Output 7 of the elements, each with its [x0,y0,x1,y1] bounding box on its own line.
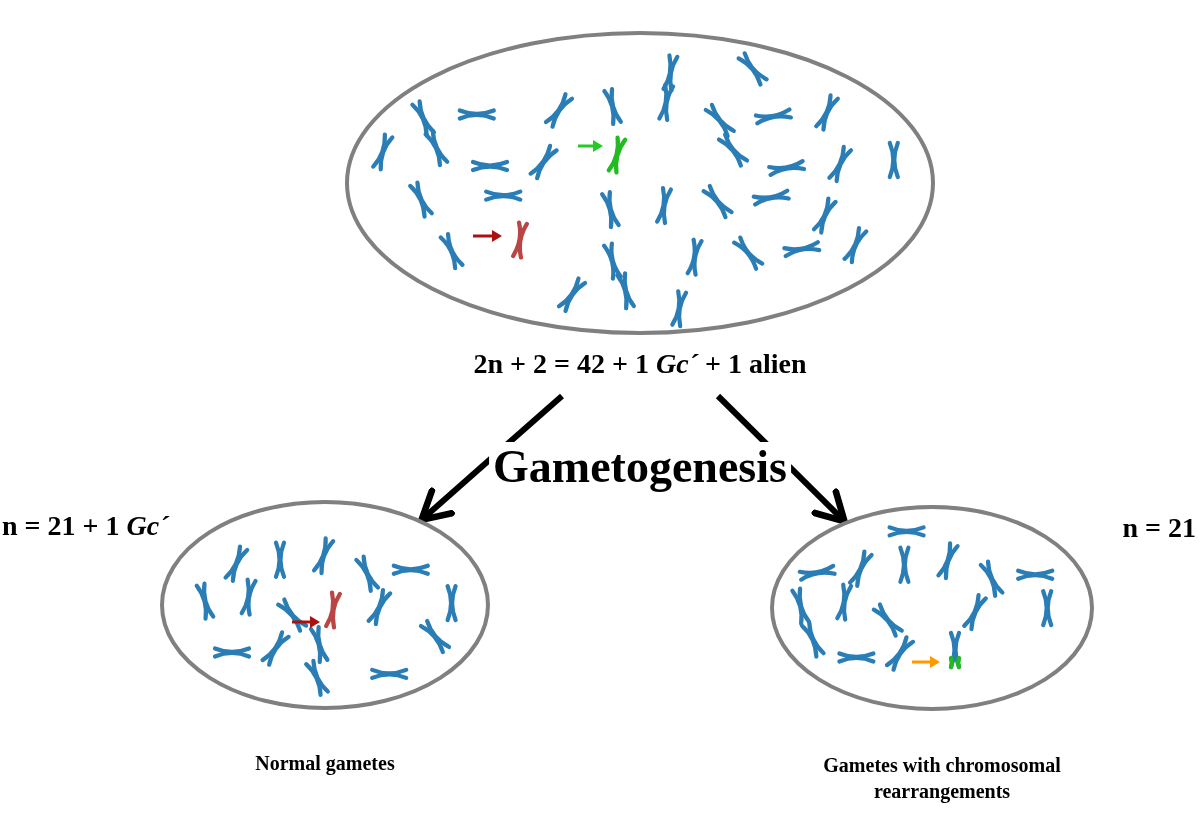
chromosome-formula: n = 21 [1122,512,1196,544]
chromosome-formula: 2n + 2 = 42 + 1 Gc´ + 1 alien [473,348,807,380]
arrow [418,393,564,524]
process-label: Gametogenesis [489,442,791,493]
node-label: Normal gametes [255,752,395,775]
chromosome-formula: n = 21 + 1 Gc´ [2,510,169,542]
node-label: Gametes with chromosomal rearrangements [822,753,1062,804]
